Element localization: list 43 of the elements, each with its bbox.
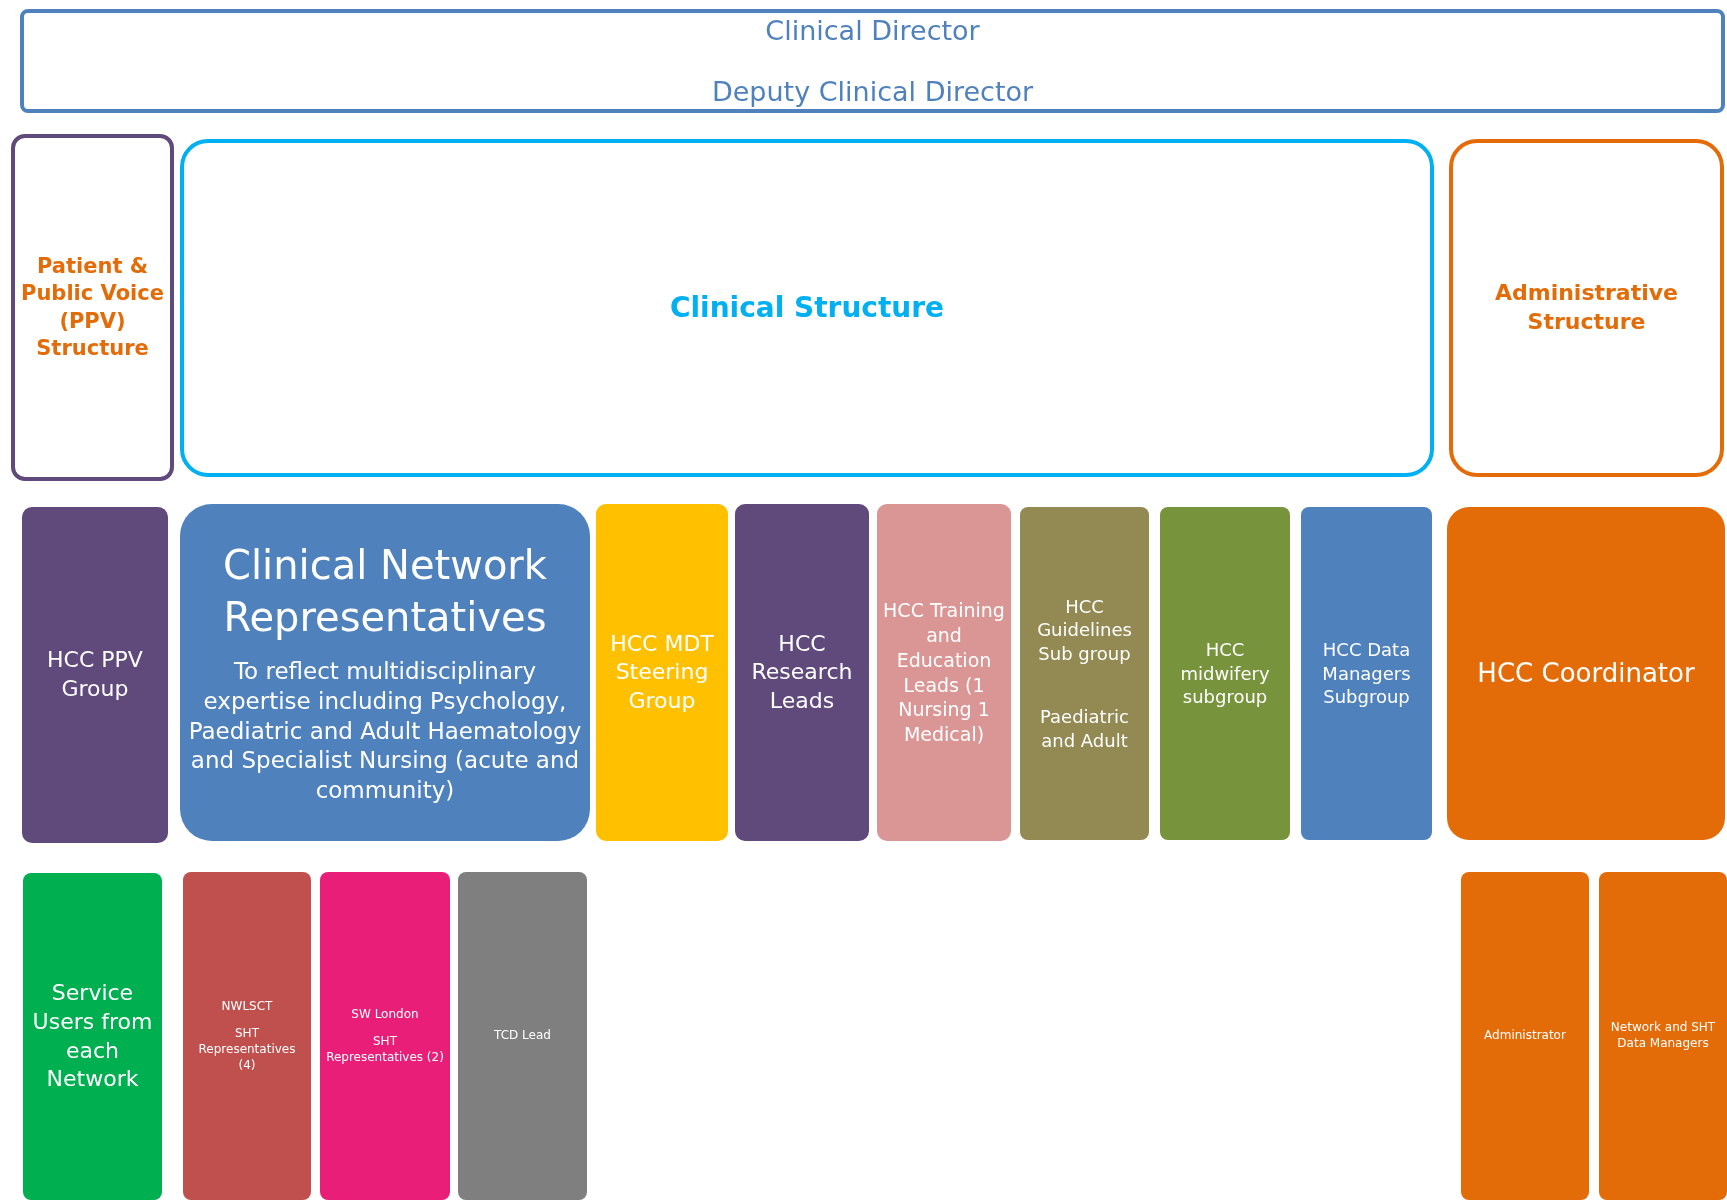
heading-text: TCD Lead (494, 1028, 551, 1044)
heading-text: HCC midwifery subgroup (1179, 638, 1271, 709)
role-card (458, 872, 587, 1200)
heading-text: HCC Training and Education Leads (1 Nursing 1 Medical) (883, 598, 1005, 747)
body-text: Paediatric and Adult (1039, 705, 1130, 752)
body-text: SHT Representatives (4) (197, 1026, 297, 1074)
heading-text: HCC Guidelines Sub group (1036, 595, 1133, 666)
role-card (1447, 507, 1725, 840)
heading-text: HCC Data Managers Subgroup (1321, 638, 1412, 709)
role-card (1301, 507, 1432, 840)
body-text: Deputy Clinical Director (711, 75, 1034, 109)
role-card (596, 504, 728, 841)
body-text: To reflect multidisciplinary expertise including Psychology, Paediatric and Adult Haematology and Specialist Nursing (acute and community) (187, 656, 583, 806)
heading-text: Administrative Structure (1493, 279, 1680, 336)
heading-text: Network and SHT Data Managers (1609, 1020, 1717, 1052)
structure-panel (1449, 139, 1724, 477)
structure-panel (11, 134, 174, 481)
heading-text: SW London (351, 1006, 419, 1023)
structure-panel (180, 139, 1434, 477)
role-card (183, 872, 311, 1200)
heading-text: HCC Coordinator (1477, 656, 1695, 690)
title-banner (20, 9, 1725, 113)
heading-text: Clinical Director (765, 13, 980, 48)
role-card (877, 504, 1011, 841)
heading-text: Clinical Structure (669, 289, 945, 326)
heading-text: NWLSCT (221, 998, 273, 1015)
heading-text: Patient & Public Voice (PPV) Structure (21, 252, 164, 362)
heading-text: HCC MDT Steering Group (609, 629, 715, 715)
heading-text: Service Users from each Network (31, 979, 154, 1094)
role-card (22, 507, 168, 843)
heading-text: HCC PPV Group (46, 646, 144, 703)
heading-text: Clinical Network Representatives (222, 540, 548, 642)
role-card (180, 504, 590, 841)
role-card (1020, 507, 1149, 840)
role-card (23, 873, 162, 1200)
heading-text: Administrator (1484, 1028, 1566, 1044)
role-card (1599, 872, 1727, 1200)
role-card (735, 504, 869, 841)
role-card (1461, 872, 1589, 1200)
role-card (1160, 507, 1290, 840)
heading-text: HCC Research Leads (750, 629, 854, 715)
role-card (320, 872, 450, 1200)
body-text: SHT Representatives (2) (326, 1034, 444, 1066)
